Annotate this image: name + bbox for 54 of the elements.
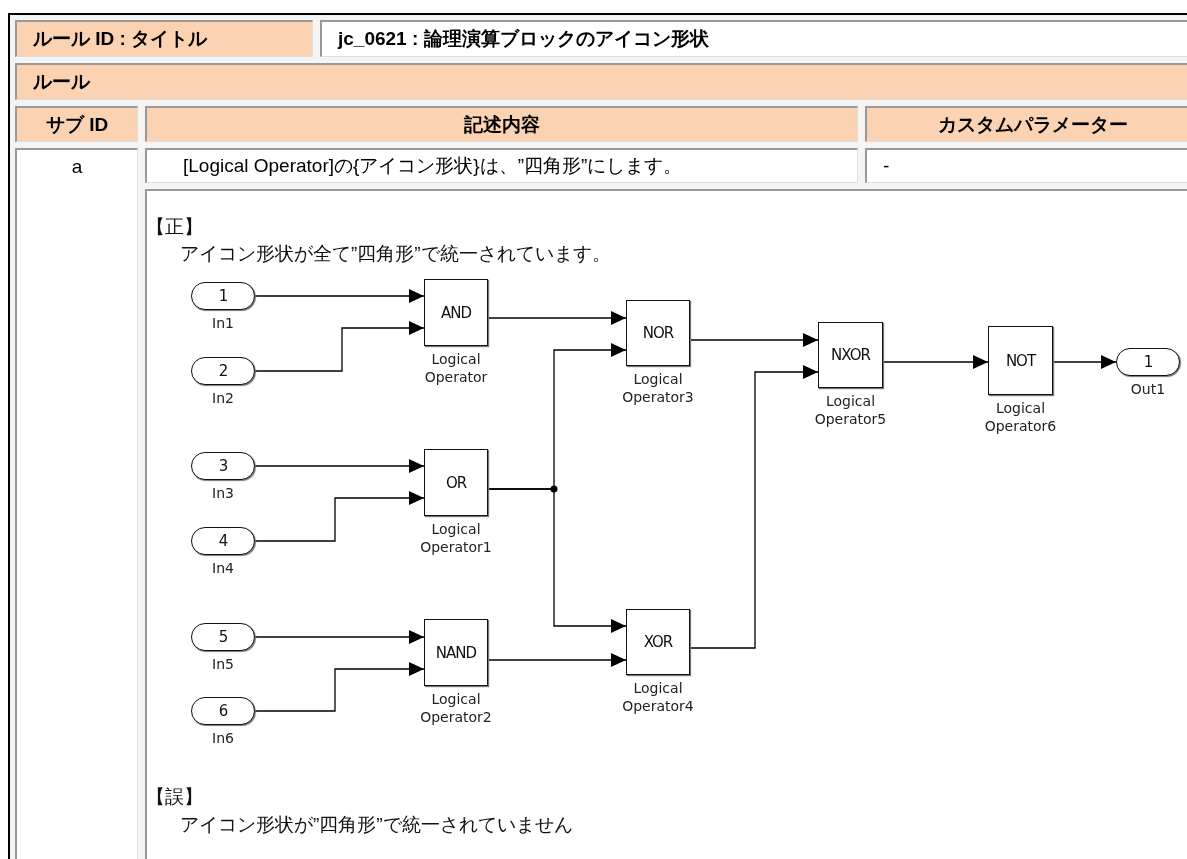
port-block: 6	[191, 697, 255, 725]
port-block: 5	[191, 623, 255, 651]
block-name: In4	[211, 559, 235, 577]
block-name: Out1	[1129, 380, 1167, 398]
block-name: In1	[211, 314, 235, 332]
signal-arrow	[487, 653, 627, 667]
block-name: Logical Operator1	[419, 520, 493, 556]
parameter-cell: -	[865, 148, 1187, 183]
title-cell: jc_0621 : 論理演算ブロックのアイコン形状	[320, 20, 1187, 57]
block-name: Logical Operator3	[621, 370, 695, 406]
signal-arrow	[254, 491, 425, 542]
block-name: In2	[211, 389, 235, 407]
signal-arrow	[254, 289, 425, 303]
block-name: Logical Operator6	[983, 399, 1058, 435]
section-heading: 【誤】	[146, 785, 203, 809]
block-name: Logical Operator4	[621, 679, 695, 715]
block-name: Logical Operator	[423, 350, 489, 386]
port-block: 1	[1116, 348, 1180, 376]
block-name: In6	[211, 729, 235, 747]
logic-block: NXOR	[818, 322, 883, 388]
header-cell: カスタムパラメーター	[865, 106, 1187, 142]
signal-arrow	[254, 459, 425, 473]
signal-arrow	[254, 630, 425, 644]
logic-block: AND	[424, 279, 488, 346]
port-block: 4	[191, 527, 255, 555]
block-name: Logical Operator5	[813, 392, 888, 428]
header-cell: サブ ID	[15, 106, 138, 142]
logic-block: NOR	[626, 300, 690, 366]
logic-block: OR	[424, 449, 488, 516]
signal-arrow	[254, 662, 425, 712]
signal-arrow	[254, 321, 425, 372]
example-description: アイコン形状が全て”四角形”で統一されています。	[180, 242, 611, 266]
signal-arrow	[689, 365, 819, 649]
block-name: Logical Operator2	[419, 690, 493, 726]
signal-arrow	[689, 333, 819, 347]
signal-arrow	[487, 311, 627, 325]
logic-block: NAND	[424, 619, 488, 686]
section-heading: 【正】	[146, 215, 203, 239]
block-name: In3	[211, 484, 235, 502]
example-description: アイコン形状が”四角形”で統一されていません	[180, 813, 573, 837]
header-cell: ルール ID : タイトル	[15, 20, 313, 57]
port-block: 2	[191, 357, 255, 385]
block-name: In5	[211, 655, 235, 673]
rule-text-cell: [Logical Operator]の{アイコン形状}は、”四角形”にします。	[145, 148, 858, 183]
header-cell: 記述内容	[145, 106, 858, 142]
signal-arrow	[487, 488, 627, 633]
port-block: 1	[191, 282, 255, 310]
header-cell: ルール	[15, 63, 1187, 100]
logic-block: NOT	[988, 326, 1053, 395]
sub-id-cell: a	[15, 148, 138, 859]
signal-arrow	[1052, 355, 1117, 369]
logic-block: XOR	[626, 609, 690, 675]
port-block: 3	[191, 452, 255, 480]
signal-arrow	[882, 355, 989, 369]
